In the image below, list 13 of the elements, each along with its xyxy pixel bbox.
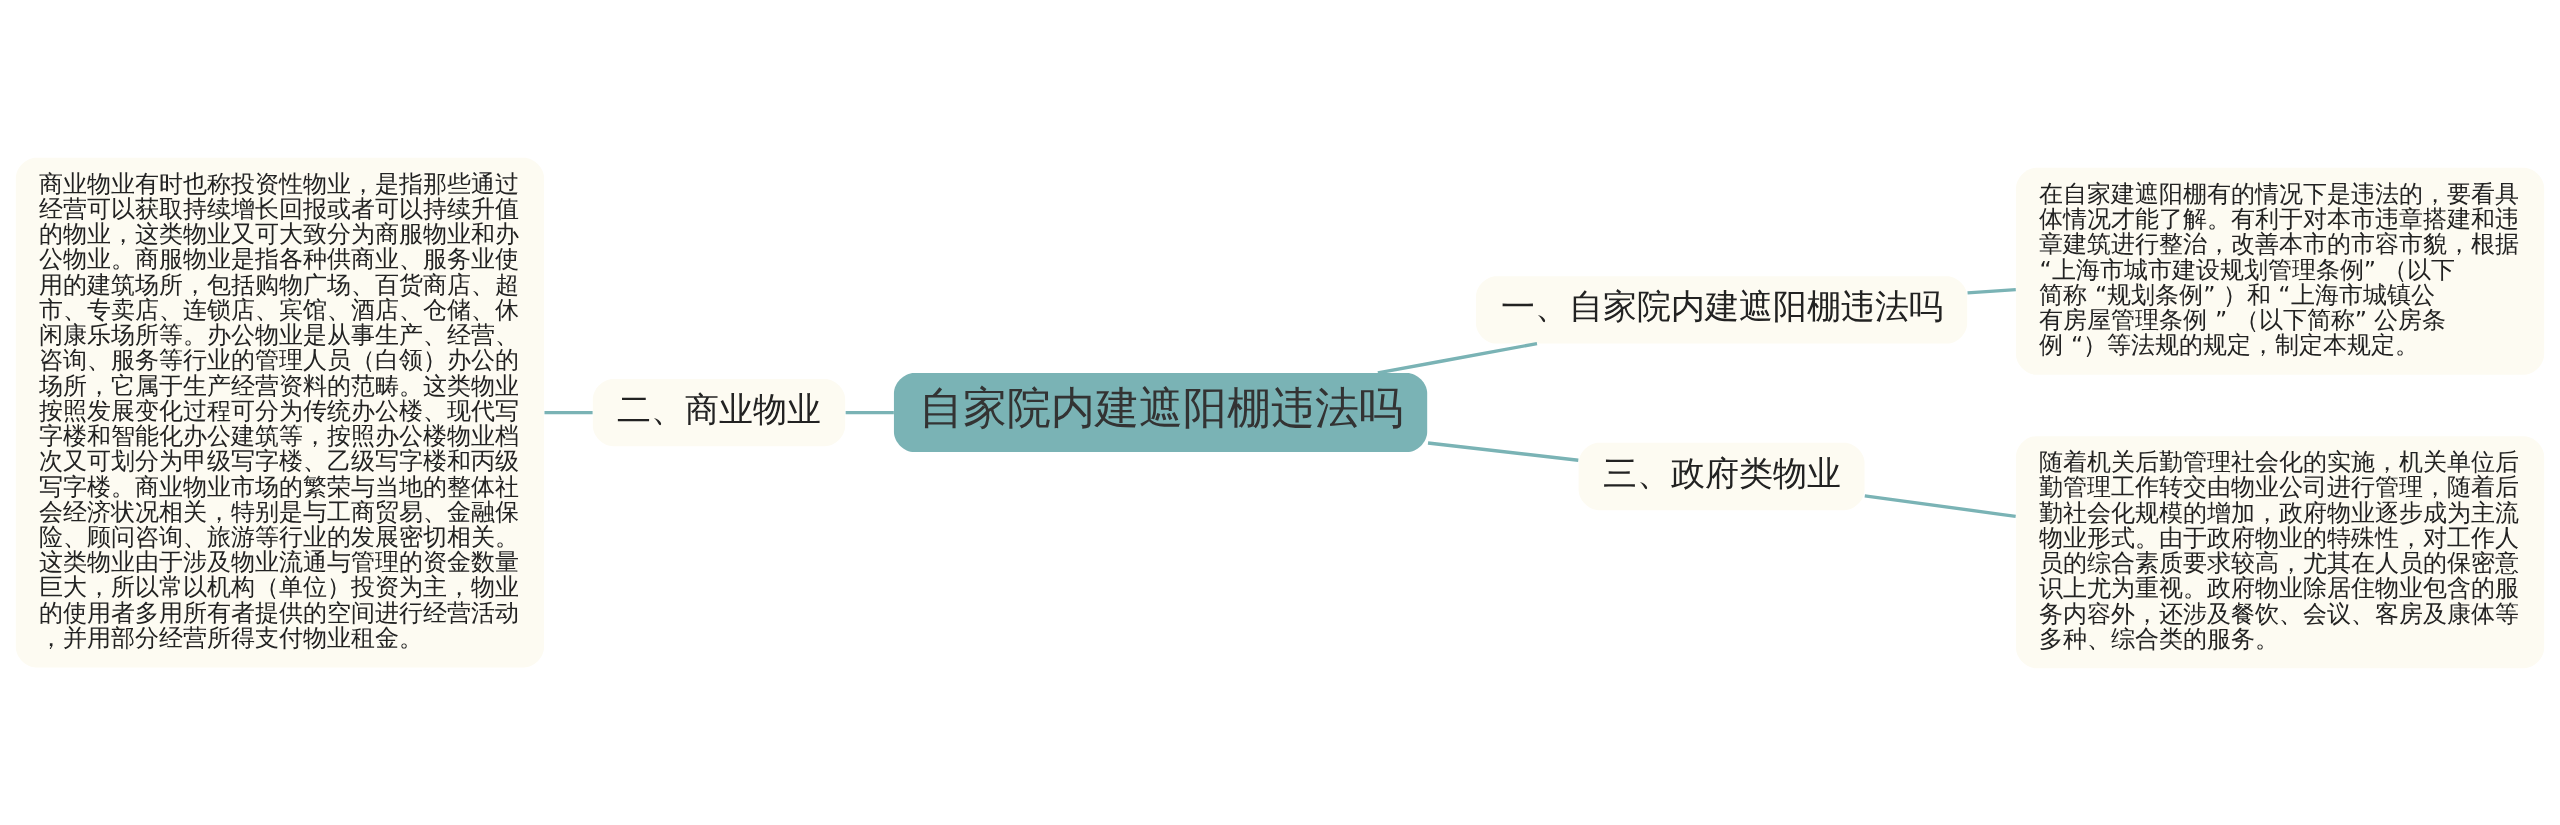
connector <box>1377 341 1538 375</box>
node-box: 在自家建遮阳棚有的情况下是违法的，要看具体情况才能了解。有利于对本市违章搭建和违章建筑进行整治，改善本市的市容市貌，根据 “上海市城市建设规划管理条例” （以下简称 “规划条例” ）和 “上海市城镇公有房屋管理条例 ” （以下简称” 公房条例 “）等法规的规定，制定本规定。 <box>2015 167 2545 375</box>
node-box: 随着机关后勤管理社会化的实施，机关单位后勤管理工作转交由物业公司进行管理，随着后勤社会化规模的增加，政府物业逐步成为主流物业形式。由于政府物业的特殊性，对工作人员的综合素质要求较高，尤其在人员的保密意识上尤为重视。政府物业除居住物业包含的服务内容外，还涉及餐饮、会议、客房及康体等多种、综合类的服务。 <box>2015 435 2545 668</box>
node-box: 一、自家院内建遮阳棚违法吗 <box>1475 275 1968 344</box>
node-box: 二、商业物业 <box>592 378 846 446</box>
connector <box>1864 493 2016 518</box>
node-box: 三、政府类物业 <box>1578 442 1865 510</box>
connector <box>544 410 593 414</box>
connector <box>845 410 894 414</box>
node-box: 自家院内建遮阳棚违法吗 <box>893 372 1428 452</box>
connector <box>1427 440 1579 462</box>
connector <box>1967 287 2016 295</box>
node-box: 商业物业有时也称投资性物业，是指那些通过经营可以获取持续增长回报或者可以持续升值的物业，这类物业又可大致分为商服物业和办公物业。商服物业是指各种供商业、服务业使用的建筑场所，包括购物广场、百货商店、超市、专卖店、连锁店、宾馆、酒店、仓储、休闲康乐场所等。办公物业是从事生产、经营、咨询、服务等行业的管理人员（白领）办公的场所，它属于生产经营资料的范畴。这类物业按照发展变化过程可分为传统办公楼、现代写字楼和智能化办公建筑等，按照办公楼物业档次又可划分为甲级写字楼、乙级写字楼和丙级写字楼。商业物业市场的繁荣与当地的整体社会经济状况相关，特别是与工商贸易、金融保险、顾问咨询、旅游等行业的发展密切相关。这类物业由于涉及物业流通与管理的资金数量巨大，所以常以机构（单位）投资为主，物业的使用者多用所有者提供的空间进行经营活动，并用部分经营所得支付物业租金。 <box>15 157 545 667</box>
